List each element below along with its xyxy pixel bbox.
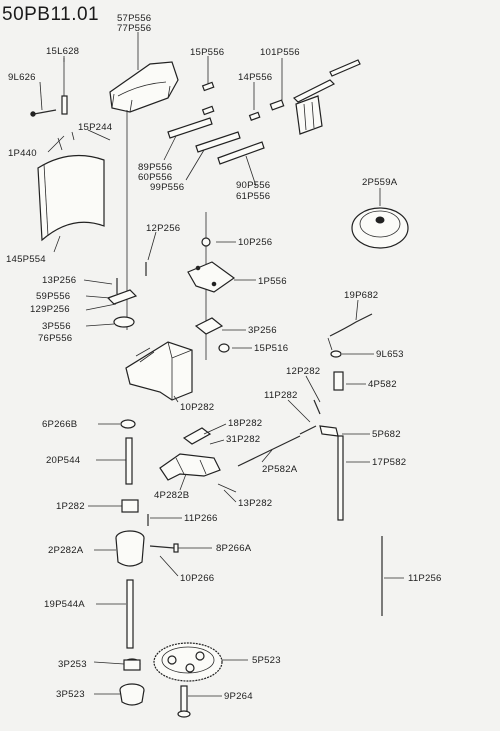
diagram-title: 50PB11.01 [2, 4, 99, 25]
label-1P282: 1P282 [56, 501, 85, 512]
part-small-screws-left [106, 262, 147, 305]
part-large-gear-5P523 [153, 642, 223, 682]
part-link-rod-2P582A [237, 425, 317, 467]
part-small-blocks [201, 81, 285, 121]
part-lever-frame-4P282B [159, 453, 221, 481]
part-plate-1P556 [187, 261, 236, 293]
label-2P582A: 2P582A [262, 464, 298, 475]
label-2P559A: 2P559A [362, 177, 398, 188]
part-labels: 57P556 77P556 15L628 9L626 15P244 1P440 … [6, 13, 442, 702]
label-13P282: 13P282 [238, 498, 272, 509]
label-19P544A: 19P544A [44, 599, 85, 610]
part-pin-12P282 [313, 399, 321, 415]
part-bushing-1P282 [121, 499, 139, 513]
label-60P556: 60P556 [138, 172, 172, 183]
part-plate-3P256 [194, 317, 224, 335]
label-9L653: 9L653 [376, 349, 404, 360]
label-3P523: 3P523 [56, 689, 85, 700]
label-31P282: 31P282 [226, 434, 260, 445]
part-bracket-assembly [292, 59, 361, 135]
part-collar-4P582 [333, 371, 344, 391]
label-2P282A: 2P282A [48, 545, 84, 556]
part-collar-3P556 [113, 316, 135, 328]
part-nut-10P256 [201, 237, 211, 247]
part-screw-9L626 [30, 109, 57, 117]
part-main-vertical-shaft [126, 110, 207, 360]
label-5P523: 5P523 [252, 655, 281, 666]
part-shaft-19P544A [126, 579, 134, 649]
label-4P582: 4P582 [368, 379, 397, 390]
part-wire-link [327, 313, 373, 351]
part-cover-box [109, 61, 179, 113]
label-57P556: 57P556 [117, 13, 151, 24]
part-bracket-18P282 [182, 427, 212, 445]
label-6P266B: 6P266B [42, 419, 77, 430]
label-10P282: 10P282 [180, 402, 214, 413]
label-19P682: 19P682 [344, 290, 378, 301]
label-18P282: 18P282 [228, 418, 262, 429]
label-17P582: 17P582 [372, 457, 406, 468]
label-59P556: 59P556 [36, 291, 70, 302]
label-14P556: 14P556 [238, 72, 272, 83]
label-11P256: 11P256 [408, 573, 442, 584]
label-10P266: 10P266 [180, 573, 214, 584]
label-12P256: 12P256 [146, 223, 180, 234]
label-5P682: 5P682 [372, 429, 401, 440]
label-145P554: 145P554 [6, 254, 46, 265]
label-9L626: 9L626 [8, 72, 36, 83]
label-89P556: 89P556 [138, 162, 172, 173]
label-61P556: 61P556 [236, 191, 270, 202]
label-12P282: 12P282 [286, 366, 320, 377]
part-collar-3P253 [123, 658, 141, 671]
label-15P556: 15P556 [190, 47, 224, 58]
part-ring-6P266B [120, 419, 136, 429]
label-9P264: 9P264 [224, 691, 253, 702]
part-curved-shield [37, 131, 105, 242]
label-11P282: 11P282 [264, 390, 298, 401]
part-pin-8P266A [149, 543, 179, 553]
label-76P556: 76P556 [38, 333, 72, 344]
part-worm-housing-2P282A [115, 530, 145, 567]
label-99P556: 99P556 [150, 182, 184, 193]
part-pin-15L628 [61, 58, 68, 115]
part-pulley-disk [351, 207, 409, 249]
part-shaft-20P544 [125, 437, 133, 485]
label-3P556: 3P556 [42, 321, 71, 332]
label-10P256: 10P256 [238, 237, 272, 248]
label-90P556: 90P556 [236, 180, 270, 191]
label-8P266A: 8P266A [216, 543, 252, 554]
label-11P266: 11P266 [184, 513, 218, 524]
label-20P544: 20P544 [46, 455, 81, 466]
leader-lines [39, 32, 404, 697]
label-13P256: 13P256 [42, 275, 76, 286]
label-15P244: 15P244 [78, 122, 113, 133]
label-101P556: 101P556 [260, 47, 300, 58]
part-nut-9L653 [330, 350, 342, 358]
part-washer-15P516 [218, 343, 230, 353]
part-slide-bars [167, 117, 265, 165]
label-77P556: 77P556 [117, 23, 151, 34]
label-1P556: 1P556 [258, 276, 287, 287]
label-129P256: 129P256 [30, 304, 70, 315]
part-bolt-9P264 [177, 685, 191, 718]
label-3P256: 3P256 [248, 325, 277, 336]
label-4P282B: 4P282B [154, 490, 189, 501]
label-15P516: 15P516 [254, 343, 288, 354]
part-arm-5P682 [319, 425, 339, 437]
part-gearbox-housing [125, 341, 193, 401]
part-pin-13P282 [217, 483, 237, 493]
part-hub-3P523 [119, 683, 145, 706]
label-3P253: 3P253 [58, 659, 87, 670]
label-1P440: 1P440 [8, 148, 37, 159]
part-rod-17P582 [337, 435, 344, 521]
label-15L628: 15L628 [46, 46, 79, 57]
